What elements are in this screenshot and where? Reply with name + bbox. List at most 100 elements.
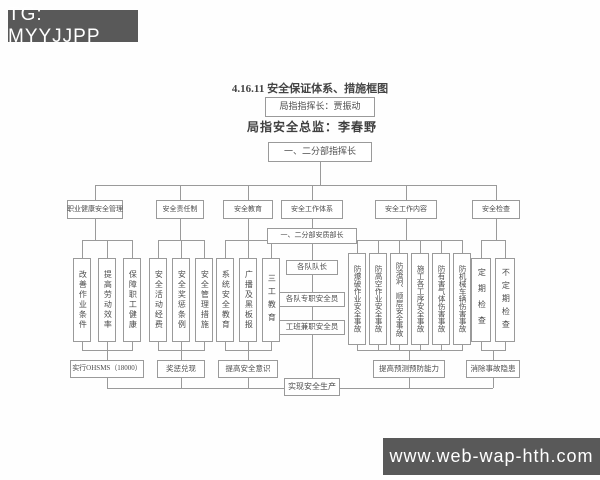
connector-line bbox=[225, 240, 226, 258]
connector-line bbox=[180, 219, 181, 240]
watermark-url: www.web-wap-hth.com bbox=[383, 438, 600, 475]
shift-safety-officer-box: 工班兼职安全员 bbox=[279, 320, 345, 335]
connector-line bbox=[95, 185, 497, 186]
connector-line bbox=[158, 342, 159, 350]
measure-item: 改善作业条件 bbox=[73, 258, 91, 342]
measure-item: 防溶洞、顺层安全事故 bbox=[390, 253, 408, 345]
connector-line bbox=[204, 342, 205, 350]
connector-line bbox=[312, 275, 313, 292]
division-safety-dept-box: 一、二分部安质部长 bbox=[267, 228, 357, 244]
result-box: 提高预测预防能力 bbox=[373, 360, 445, 378]
division-commander-box: 一、二分部指挥长 bbox=[268, 142, 372, 162]
connector-line bbox=[406, 219, 407, 240]
result-box: 实行OHSMS（18000） bbox=[70, 360, 144, 378]
connector-line bbox=[248, 378, 249, 388]
measure-item: 防机械车辆伤害事故 bbox=[453, 253, 471, 345]
measure-item: 保障职工健康 bbox=[123, 258, 141, 342]
connector-line bbox=[441, 345, 442, 350]
connector-line bbox=[181, 378, 182, 388]
measure-item: 施工各工序安全事故 bbox=[411, 253, 429, 345]
connector-line bbox=[248, 240, 249, 258]
connector-line bbox=[248, 219, 249, 240]
connector-line bbox=[378, 240, 379, 258]
connector-line bbox=[420, 240, 421, 258]
connector-line bbox=[181, 342, 182, 350]
connector-line bbox=[132, 342, 133, 350]
connector-line bbox=[357, 240, 358, 258]
connector-line bbox=[107, 378, 108, 388]
connector-line bbox=[505, 342, 506, 350]
connector-line bbox=[107, 350, 108, 360]
connector-line bbox=[462, 345, 463, 350]
measure-item: 防爆破作业安全事故 bbox=[348, 253, 366, 345]
connector-line bbox=[340, 388, 493, 389]
connector-line bbox=[82, 342, 83, 350]
measure-item: 防高空作业安全事故 bbox=[369, 253, 387, 345]
connector-line bbox=[180, 185, 181, 200]
measure-item: 不定期检查 bbox=[495, 258, 515, 342]
team-safety-officer-box: 各队专职安全员 bbox=[279, 292, 345, 307]
measure-item: 安全奖惩条例 bbox=[172, 258, 190, 342]
measure-item: 定期检查 bbox=[471, 258, 491, 342]
connector-line bbox=[399, 240, 400, 258]
measure-item: 安全活动经费 bbox=[149, 258, 167, 342]
connector-line bbox=[493, 350, 494, 360]
connector-line bbox=[496, 185, 497, 200]
connector-line bbox=[107, 342, 108, 350]
connector-line bbox=[225, 342, 226, 350]
connector-line bbox=[132, 240, 133, 258]
connector-line bbox=[107, 388, 284, 389]
connector-line bbox=[496, 219, 497, 240]
connector-line bbox=[248, 185, 249, 200]
branch-safety-responsibility: 安全责任制 bbox=[156, 200, 204, 219]
connector-line bbox=[409, 378, 410, 388]
branch-safety-work-system: 安全工作体系 bbox=[281, 200, 343, 219]
result-box: 奖惩兑现 bbox=[157, 360, 205, 378]
commander-box: 局指指挥长：贾振动 bbox=[265, 97, 375, 117]
connector-line bbox=[181, 240, 182, 258]
connector-line bbox=[312, 219, 313, 228]
connector-line bbox=[107, 240, 108, 258]
connector-line bbox=[481, 342, 482, 350]
measure-item: 三工教育 bbox=[262, 258, 280, 342]
connector-line bbox=[399, 345, 400, 350]
connector-line bbox=[95, 185, 96, 200]
measure-item: 防有害气体伤害事故 bbox=[432, 253, 450, 345]
connector-line bbox=[181, 350, 182, 360]
result-box: 消除事故隐患 bbox=[466, 360, 520, 378]
connector-line bbox=[158, 240, 159, 258]
measure-item: 系统安全教育 bbox=[216, 258, 234, 342]
connector-line bbox=[505, 240, 506, 258]
connector-line bbox=[409, 350, 410, 360]
connector-line bbox=[357, 240, 463, 241]
connector-line bbox=[357, 345, 358, 350]
connector-line bbox=[248, 342, 249, 350]
tg-badge: TG: MYYJJPP bbox=[8, 4, 138, 47]
connector-line bbox=[357, 350, 463, 351]
branch-safety-education: 安全教育 bbox=[223, 200, 273, 219]
connector-line bbox=[320, 162, 321, 185]
connector-line bbox=[312, 244, 313, 260]
safety-director-line: 局指安全总监：李春野 bbox=[246, 120, 377, 134]
connector-line bbox=[271, 342, 272, 350]
connector-line bbox=[378, 345, 379, 350]
connector-line bbox=[312, 307, 313, 320]
branch-occupational-health-safety-mgmt: 职业健康安全管理 bbox=[67, 200, 123, 219]
connector-line bbox=[271, 240, 272, 258]
connector-line bbox=[82, 240, 83, 258]
measure-item: 安全管理措施 bbox=[195, 258, 213, 342]
connector-line bbox=[204, 240, 205, 258]
connector-line bbox=[312, 185, 313, 200]
result-box: 提高安全意识 bbox=[218, 360, 278, 378]
connector-line bbox=[481, 240, 482, 258]
branch-safety-inspection: 安全检查 bbox=[472, 200, 520, 219]
connector-line bbox=[441, 240, 442, 258]
connector-line bbox=[406, 185, 407, 200]
connector-line bbox=[420, 345, 421, 350]
connector-line bbox=[462, 240, 463, 258]
connector-line bbox=[493, 378, 494, 388]
page-title: 4.16.11 安全保证体系、措施框图 bbox=[231, 83, 389, 95]
connector-line bbox=[95, 219, 96, 240]
connector-line bbox=[312, 335, 313, 378]
